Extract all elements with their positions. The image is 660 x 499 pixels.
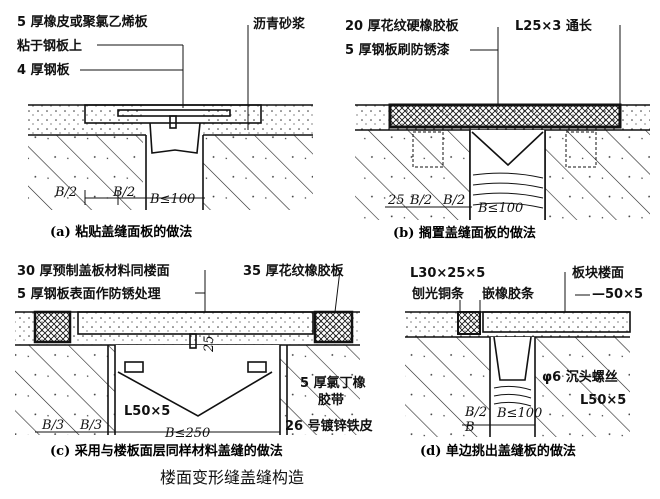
panel-c: 30 厚预制盖板材料同楼面 5 厚钢板表面作防锈处理 35 厚花纹橡胶板 25 … — [15, 263, 373, 459]
dim-b-max: B≤100 — [477, 201, 523, 216]
label-angle-25x3: L25×3 通长 — [515, 18, 593, 34]
label-neoprene-2: 胶带 — [318, 392, 344, 408]
dim-b-max: B≤250 — [164, 426, 210, 441]
label-precast-cover: 30 厚预制盖板材料同楼面 — [17, 263, 170, 279]
label-angle-50x5: L50×5 — [124, 404, 170, 419]
caption-b: (b) 搁置盖缝面板的做法 — [393, 225, 536, 241]
label-rubber-35: 35 厚花纹橡胶板 — [243, 263, 345, 279]
dim-b-max: B≤100 — [149, 192, 195, 207]
dim-25: 25 — [387, 193, 405, 208]
label-angle-50x5: L50×5 — [580, 393, 626, 408]
dim-b-max: B≤100 — [496, 406, 542, 421]
label-steel-5-paint: 5 厚钢板刷防锈漆 — [345, 42, 450, 58]
label-steel-rustproof: 5 厚钢板表面作防锈处理 — [17, 286, 161, 302]
label-countersunk-screw: φ6 沉头螺丝 — [542, 369, 618, 385]
caption-d: (d) 单边挑出盖缝板的做法 — [420, 443, 576, 459]
panel-b: 20 厚花纹硬橡胶板 5 厚钢板刷防锈漆 L25×3 通长 25 B/2 B/2… — [345, 18, 650, 241]
dim-b: B — [464, 420, 475, 435]
label-flat-50x5: —50×5 — [592, 287, 643, 302]
label-rubber-board: 5 厚橡皮或聚氯乙烯板 — [17, 14, 149, 30]
dim-b-third-1: B/3 — [41, 418, 64, 433]
dim-b-third-2: B/3 — [79, 418, 102, 433]
panel-a: 5 厚橡皮或聚氯乙烯板 粘于钢板上 4 厚钢板 沥青砂浆 B/2 B/2 B≤1… — [16, 14, 313, 240]
dim-b-half-2: B/2 — [442, 193, 465, 208]
label-glued-to-steel: 粘于钢板上 — [16, 38, 82, 54]
caption-c: (c) 采用与楼板面层同样材料盖缝的做法 — [50, 443, 283, 459]
panel-d: L30×25×5 刨光铜条 嵌橡胶条 板块楼面 —50×5 φ6 沉头螺丝 L5… — [405, 265, 643, 459]
label-steel-plate: 4 厚钢板 — [17, 62, 71, 78]
caption-a: (a) 粘贴盖缝面板的做法 — [50, 224, 192, 240]
figure-title: 楼面变形缝盖缝构造 — [160, 468, 304, 487]
label-copper-strip: 刨光铜条 — [411, 286, 465, 302]
label-asphalt-mortar: 沥青砂浆 — [253, 16, 306, 32]
label-neoprene-1: 5 厚氯丁橡 — [300, 375, 367, 391]
dim-b-half-1: B/2 — [409, 193, 432, 208]
label-galvanized-sheet: 26 号镀锌铁皮 — [285, 418, 373, 434]
dim-b-half-1: B/2 — [54, 185, 77, 200]
dim-25: 25 — [202, 335, 217, 353]
dim-b-half-2: B/2 — [112, 185, 135, 200]
dim-b-half: B/2 — [464, 405, 487, 420]
label-block-floor: 板块楼面 — [572, 265, 624, 281]
label-rubber-plate-20: 20 厚花纹硬橡胶板 — [345, 18, 460, 34]
label-rubber-strip: 嵌橡胶条 — [482, 286, 535, 302]
label-angle-30x25x5: L30×25×5 — [410, 266, 485, 281]
